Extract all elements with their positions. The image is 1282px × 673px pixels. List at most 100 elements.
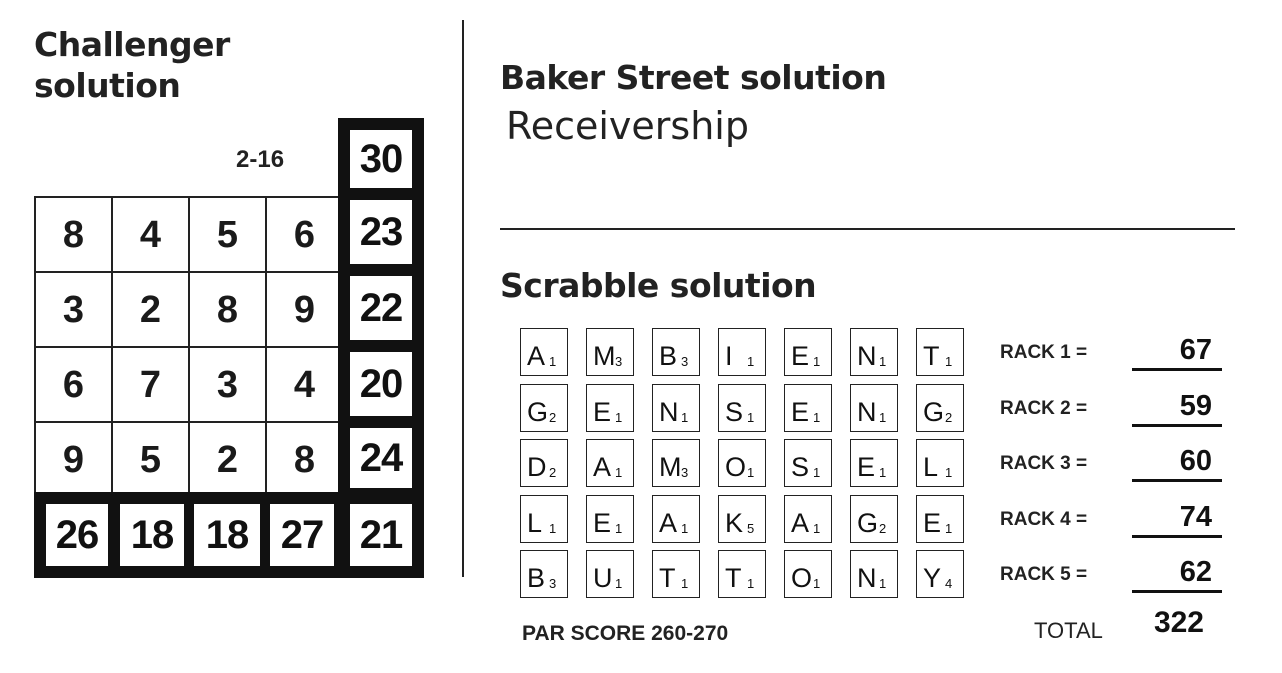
tile-letter: S bbox=[725, 397, 744, 427]
grid-cell: 6 bbox=[62, 364, 85, 406]
grid-cell: 8 bbox=[293, 439, 316, 481]
tile-value: 1 bbox=[879, 354, 887, 369]
tile-letter: A bbox=[527, 341, 546, 371]
baker-street-title: Baker Street solution bbox=[500, 58, 887, 97]
row-sum: 23 bbox=[350, 200, 412, 264]
vertical-divider bbox=[462, 20, 464, 577]
tile-value: 1 bbox=[549, 521, 557, 536]
rack-label: RACK 5 = bbox=[1000, 564, 1088, 585]
grid-cell: 5 bbox=[139, 439, 162, 481]
tile-value: 1 bbox=[615, 521, 623, 536]
grid-cell: 8 bbox=[62, 214, 85, 256]
tile-letter: S bbox=[791, 452, 810, 482]
tile-value: 1 bbox=[747, 354, 755, 369]
tile-value: 3 bbox=[681, 354, 689, 369]
tile-letter: L bbox=[527, 508, 543, 538]
tile-letter: T bbox=[923, 341, 940, 371]
corner-sum: 30 bbox=[350, 130, 412, 188]
scrabble-title: Scrabble solution bbox=[500, 266, 817, 305]
tile-letter: D bbox=[527, 452, 547, 482]
grid-cell: 2 bbox=[139, 289, 162, 331]
rack-score: 62 bbox=[1179, 556, 1212, 588]
tile-letter: E bbox=[791, 397, 810, 427]
row-sum: 24 bbox=[350, 428, 412, 488]
grid-line bbox=[34, 271, 346, 273]
tile-value: 1 bbox=[681, 410, 689, 425]
grid-cell: 4 bbox=[139, 214, 162, 256]
tile-value: 2 bbox=[549, 410, 557, 425]
tile-letter: E bbox=[593, 397, 612, 427]
tile-value: 2 bbox=[945, 410, 953, 425]
tile-letter: G bbox=[527, 397, 549, 427]
grid-cell: 3 bbox=[216, 364, 239, 406]
horizontal-divider bbox=[500, 228, 1235, 230]
row-sum: 22 bbox=[350, 276, 412, 340]
tile-value: 1 bbox=[615, 576, 623, 591]
tile-value: 1 bbox=[747, 465, 755, 480]
tile-letter: G bbox=[857, 508, 879, 538]
tile-letter: B bbox=[659, 341, 678, 371]
tile-letter: Y bbox=[923, 563, 942, 593]
tile-letter: E bbox=[593, 508, 612, 538]
column-sum: 18 bbox=[194, 504, 260, 566]
baker-street-answer: Receivership bbox=[506, 104, 749, 148]
tile-value: 1 bbox=[813, 410, 821, 425]
tile-letter: A bbox=[659, 508, 678, 538]
tile-letter: G bbox=[923, 397, 945, 427]
grid-cell: 3 bbox=[62, 289, 85, 331]
tile-value: 2 bbox=[879, 521, 887, 536]
tile-value: 1 bbox=[879, 576, 887, 591]
tile-letter: M bbox=[659, 452, 682, 482]
tile-value: 1 bbox=[813, 354, 821, 369]
column-sum: 18 bbox=[120, 504, 184, 566]
challenger-date: 2-16 bbox=[236, 146, 285, 173]
tile-letter: T bbox=[659, 563, 676, 593]
rack-label: RACK 4 = bbox=[1000, 509, 1088, 530]
total-value: 322 bbox=[1153, 606, 1204, 639]
tile-value: 1 bbox=[615, 410, 623, 425]
grid-cell: 6 bbox=[293, 214, 316, 256]
tile-letter: N bbox=[857, 563, 877, 593]
grid-cell: 9 bbox=[62, 439, 85, 481]
tile-letter: O bbox=[725, 452, 747, 482]
tile-value: 1 bbox=[945, 465, 953, 480]
tile-value: 2 bbox=[549, 465, 557, 480]
tile-value: 4 bbox=[945, 576, 953, 591]
tile-value: 1 bbox=[879, 465, 887, 480]
tile-value: 1 bbox=[747, 410, 755, 425]
challenger-title: Challenger solution bbox=[34, 25, 230, 105]
grid-line bbox=[34, 346, 346, 348]
grid-cell: 9 bbox=[293, 289, 316, 331]
tile-value: 1 bbox=[879, 410, 887, 425]
tile-value: 1 bbox=[813, 521, 821, 536]
rack-score: 60 bbox=[1179, 445, 1212, 477]
tile-value: 1 bbox=[945, 521, 953, 536]
tile-value: 1 bbox=[549, 354, 557, 369]
tile-letter: E bbox=[923, 508, 942, 538]
tile-letter: N bbox=[857, 341, 877, 371]
rack-label: RACK 1 = bbox=[1000, 342, 1088, 363]
rack-underline bbox=[1132, 479, 1222, 482]
tile-letter: K bbox=[725, 508, 744, 538]
tile-letter: E bbox=[791, 341, 810, 371]
